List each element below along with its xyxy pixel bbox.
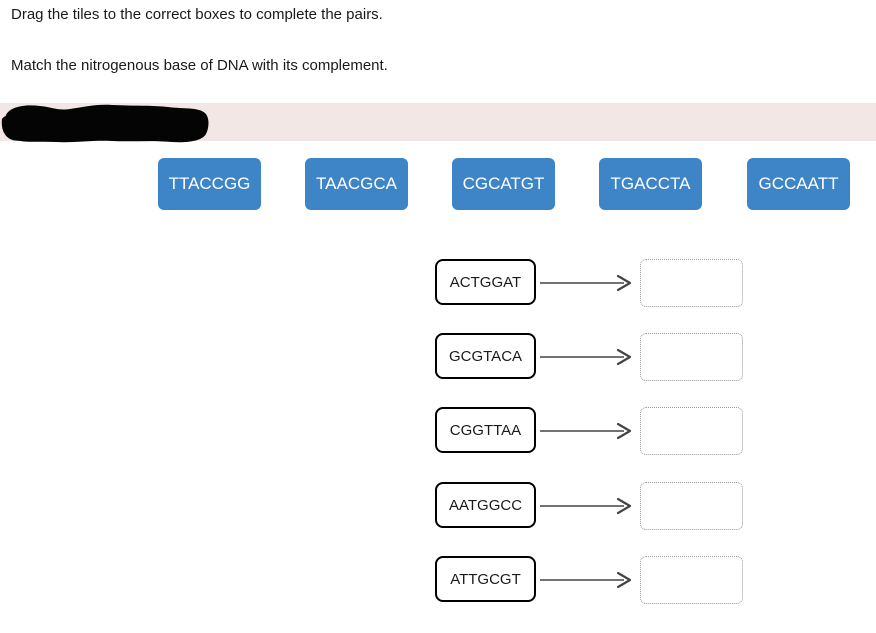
arrow-right-icon: [538, 347, 636, 367]
instruction-line-1: Drag the tiles to the correct boxes to c…: [11, 6, 383, 23]
tile[interactable]: TAACGCA: [305, 158, 408, 210]
drop-box[interactable]: [640, 333, 743, 381]
prompt-box: GCGTACA: [435, 333, 536, 379]
arrow-right-icon: [538, 273, 636, 293]
match-row: CGGTTAA: [435, 407, 755, 457]
prompt-box: AATGGCC: [435, 482, 536, 528]
tile[interactable]: TTACCGG: [158, 158, 261, 210]
match-row: ATTGCGT: [435, 556, 755, 606]
tile[interactable]: TGACCTA: [599, 158, 702, 210]
match-row: AATGGCC: [435, 482, 755, 532]
drop-box[interactable]: [640, 556, 743, 604]
prompt-box: ACTGGAT: [435, 259, 536, 305]
drop-box[interactable]: [640, 259, 743, 307]
redacted-scribble: [0, 101, 215, 145]
prompt-box: ATTGCGT: [435, 556, 536, 602]
prompt-box: CGGTTAA: [435, 407, 536, 453]
match-row: ACTGGAT: [435, 259, 755, 309]
arrow-right-icon: [538, 570, 636, 590]
drop-box[interactable]: [640, 482, 743, 530]
match-row: GCGTACA: [435, 333, 755, 383]
tile[interactable]: GCCAATT: [747, 158, 850, 210]
instruction-line-2: Match the nitrogenous base of DNA with i…: [11, 57, 388, 74]
drop-box[interactable]: [640, 407, 743, 455]
arrow-right-icon: [538, 421, 636, 441]
arrow-right-icon: [538, 496, 636, 516]
tile[interactable]: CGCATGT: [452, 158, 555, 210]
tile-tray: TTACCGG TAACGCA CGCATGT TGACCTA GCCAATT: [158, 158, 858, 210]
